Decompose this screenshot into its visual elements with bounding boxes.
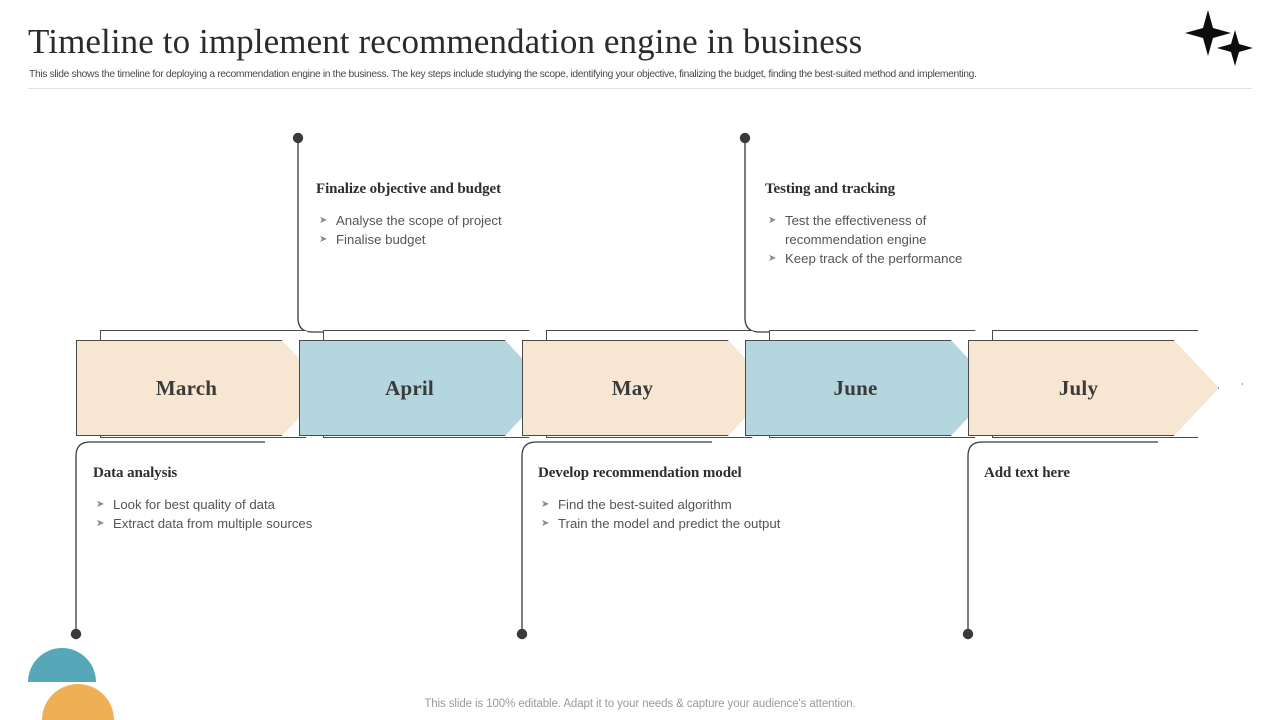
list-item-text: Extract data from multiple sources bbox=[113, 516, 313, 531]
callout-bullet-list: ➤ Find the best-suited algorithm ➤ Train t… bbox=[538, 495, 788, 533]
callout-bullet-list: ➤ Analyse the scope of project ➤ Finalise … bbox=[316, 211, 736, 249]
timeline-chevron-row: March April May June July bbox=[0, 330, 1280, 442]
connector-dot-bottom-march bbox=[70, 628, 82, 640]
list-item: ➤ Finalise budget bbox=[316, 230, 736, 249]
callout-add-text-here[interactable]: Add text here bbox=[984, 465, 1214, 482]
list-item-text: Keep track of the performance bbox=[785, 251, 963, 266]
callout-data-analysis[interactable]: Data analysis ➤ Look for best quality of … bbox=[93, 465, 323, 533]
chevron-fill-june: June bbox=[745, 340, 996, 436]
milestone-label-march: March bbox=[155, 375, 218, 400]
sparkle-stars-icon bbox=[1185, 10, 1253, 66]
chevron-right-bullet-icon: ➤ bbox=[541, 517, 550, 529]
slide-header: Timeline to implement recommendation eng… bbox=[0, 0, 1280, 94]
chevron-right-bullet-icon: ➤ bbox=[768, 214, 777, 226]
list-item: ➤ Train the model and predict the output bbox=[538, 514, 788, 533]
chevron-right-bullet-icon: ➤ bbox=[96, 498, 105, 510]
milestone-label-may: May bbox=[611, 375, 654, 400]
callout-develop-recommendation-model[interactable]: Develop recommendation model ➤ Find the b… bbox=[538, 465, 788, 533]
callout-title: Data analysis bbox=[93, 465, 178, 481]
chevron-right-bullet-icon: ➤ bbox=[768, 252, 777, 264]
list-item: ➤ Analyse the scope of project bbox=[316, 211, 736, 230]
orange-semicircle-icon bbox=[42, 684, 114, 720]
page-subtitle: This slide shows the timeline for deploy… bbox=[29, 69, 977, 80]
list-item: ➤ Test the effectiveness of recommendatio… bbox=[765, 211, 1015, 249]
callout-title: Finalize objective and budget bbox=[316, 181, 502, 197]
chevron-fill-july: July bbox=[968, 340, 1219, 436]
list-item-text: Finalise budget bbox=[336, 232, 426, 247]
decorative-semicircles bbox=[28, 648, 114, 720]
list-item-text: Test the effectiveness of recommendation… bbox=[785, 213, 927, 247]
chevron-right-bullet-icon: ➤ bbox=[96, 517, 105, 529]
chevron-fill-march: March bbox=[76, 340, 327, 436]
connector-dot-top-april bbox=[292, 132, 304, 144]
page-title: Timeline to implement recommendation eng… bbox=[28, 22, 863, 61]
callout-finalize-objective-and-budget[interactable]: Finalize objective and budget ➤ Analyse t… bbox=[316, 181, 736, 249]
list-item: ➤ Find the best-suited algorithm bbox=[538, 495, 788, 514]
chevron-fill-may: May bbox=[522, 340, 773, 436]
milestone-label-april: April bbox=[385, 375, 434, 400]
slide-footer-note: This slide is 100% editable. Adapt it to… bbox=[424, 698, 856, 710]
connector-dot-bottom-july bbox=[962, 628, 974, 640]
teal-semicircle-icon bbox=[28, 648, 96, 682]
callout-title: Testing and tracking bbox=[765, 181, 895, 197]
connector-dot-bottom-may bbox=[516, 628, 528, 640]
list-item-text: Train the model and predict the output bbox=[558, 516, 781, 531]
header-divider bbox=[28, 88, 1252, 89]
callout-title: Develop recommendation model bbox=[538, 465, 742, 481]
callout-title: Add text here bbox=[984, 465, 1070, 481]
list-item: ➤ Look for best quality of data bbox=[93, 495, 323, 514]
list-item-text: Analyse the scope of project bbox=[336, 213, 502, 228]
callout-bullet-list: ➤ Test the effectiveness of recommendatio… bbox=[765, 211, 1015, 268]
chevron-right-bullet-icon: ➤ bbox=[319, 233, 328, 245]
chevron-right-bullet-icon: ➤ bbox=[319, 214, 328, 226]
list-item: ➤ Extract data from multiple sources bbox=[93, 514, 323, 533]
chevron-fill-april: April bbox=[299, 340, 550, 436]
callout-bullet-list: ➤ Look for best quality of data ➤ Extract … bbox=[93, 495, 323, 533]
list-item-text: Look for best quality of data bbox=[113, 497, 276, 512]
list-item-text: Find the best-suited algorithm bbox=[558, 497, 732, 512]
list-item: ➤ Keep track of the performance bbox=[765, 249, 1015, 268]
callout-testing-and-tracking[interactable]: Testing and tracking ➤ Test the effective… bbox=[765, 181, 1015, 268]
chevron-right-bullet-icon: ➤ bbox=[541, 498, 550, 510]
connector-dot-top-june bbox=[739, 132, 751, 144]
milestone-label-june: June bbox=[833, 375, 878, 400]
milestone-label-july: July bbox=[1058, 375, 1099, 400]
